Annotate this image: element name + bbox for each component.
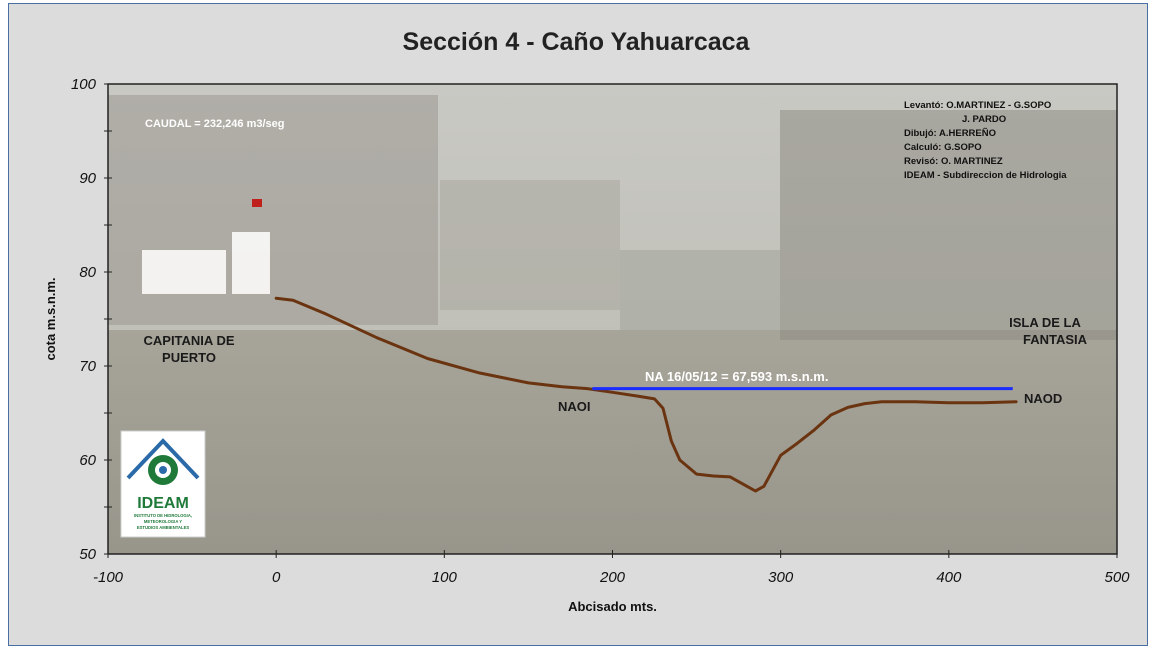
y-tick-label: 90 xyxy=(79,170,96,187)
water-level-label: NA 16/05/12 = 67,593 m.s.n.m. xyxy=(645,369,828,384)
chart-marks xyxy=(274,296,1018,493)
credit-line: IDEAM - Subdireccion de Hidrologia xyxy=(904,170,1067,181)
x-axis-title: Abcisado mts. xyxy=(568,599,657,614)
right-bank-label-line2: FANTASIA xyxy=(1023,332,1088,347)
building-icon xyxy=(142,250,226,294)
x-tick-label: 300 xyxy=(768,569,794,586)
right-buildings-shade xyxy=(780,110,1117,340)
y-tick-label: 70 xyxy=(79,358,96,375)
vegetation-shade xyxy=(620,250,780,330)
chart-annotations: CAUDAL = 232,246 m3/seg NA 16/05/12 = 67,… xyxy=(142,100,1088,414)
y-axis-title: cota m.s.n.m. xyxy=(43,277,58,360)
building-tower-icon xyxy=(232,232,270,294)
x-tick-label: -100 xyxy=(93,569,124,586)
chart-title: Sección 4 - Caño Yahuarcaca xyxy=(402,28,750,56)
water-surface-shade xyxy=(108,330,1117,554)
credit-line: Dibujó: A.HERREÑO xyxy=(904,128,996,139)
chart-axes: 50 60 70 80 90 100 -100 0 100 200 300 400 500Abcisad… xyxy=(43,76,1130,614)
spiral-core-icon xyxy=(159,466,167,474)
mountain-icon xyxy=(126,438,200,480)
x-tick-label: 500 xyxy=(1104,569,1130,586)
market-shade xyxy=(440,180,620,310)
credit-line: Calculó: G.SOPO xyxy=(904,142,982,153)
y-tick-label: 100 xyxy=(71,76,97,93)
left-bank-label-line1: CAPITANIA DE xyxy=(144,333,235,348)
y-tick-label: 50 xyxy=(79,546,96,563)
logo-tagline: INSTITUTO DE HIDROLOGIA, xyxy=(134,513,192,518)
photo-backdrop xyxy=(108,84,1117,554)
credit-line: Revisó: O. MARTINEZ xyxy=(904,156,1003,167)
x-tick-label: 200 xyxy=(599,569,626,586)
terrain-profile-line xyxy=(274,296,1018,493)
y-tick-label: 80 xyxy=(79,264,96,281)
x-tick-label: 400 xyxy=(936,569,962,586)
credit-line: J. PARDO xyxy=(962,114,1006,125)
left-bank-label-line2: PUERTO xyxy=(162,350,216,365)
credit-line: Levantó: O.MARTINEZ - G.SOPO xyxy=(904,100,1051,111)
x-tick-label: 0 xyxy=(272,569,281,586)
logo-name: IDEAM xyxy=(137,495,189,512)
naoi-label: NAOI xyxy=(558,399,591,414)
right-bank-label-line1: ISLA DE LA xyxy=(1009,315,1081,330)
flag-icon xyxy=(252,199,262,207)
caudal-label: CAUDAL = 232,246 m3/seg xyxy=(145,118,285,130)
logo-tagline: METEOROLOGIA Y xyxy=(144,519,182,524)
x-tick-label: 100 xyxy=(432,569,458,586)
naod-label: NAOD xyxy=(1024,391,1062,406)
y-tick-label: 60 xyxy=(79,452,96,469)
logo-tagline: ESTUDIOS AMBIENTALES xyxy=(137,525,190,530)
